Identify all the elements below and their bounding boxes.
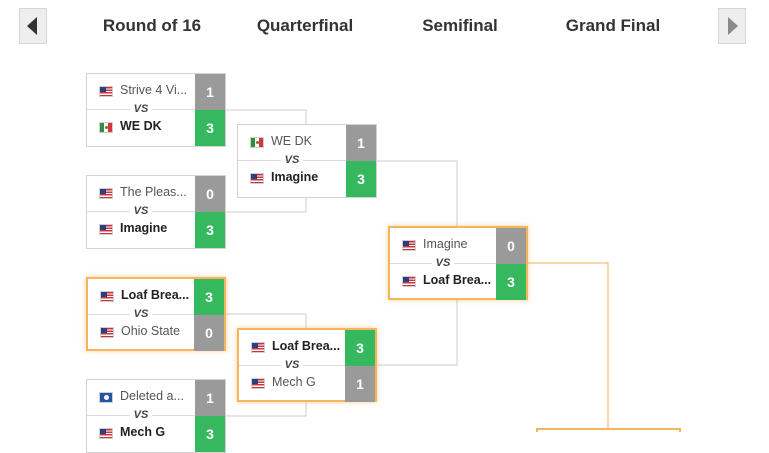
team-score: 1 xyxy=(346,125,376,161)
vs-divider: VS xyxy=(238,154,346,166)
team-name: Imagine xyxy=(120,221,168,235)
team-score: 3 xyxy=(195,416,225,452)
match-r16-4[interactable]: Deleted a... 1 VS Mech G 3 xyxy=(86,379,226,453)
team-row[interactable]: Imagine 3 xyxy=(87,212,225,248)
round-label-semifinal: Semifinal xyxy=(422,16,498,35)
team-score: 1 xyxy=(345,366,375,402)
vs-divider: VS xyxy=(239,359,345,371)
team-row[interactable]: Mech G 3 xyxy=(87,416,225,452)
team-row[interactable]: Loaf Brea... 3 xyxy=(390,264,526,300)
team-name: Loaf Brea... xyxy=(272,339,341,353)
team-score: 3 xyxy=(194,279,224,315)
round-label-grand-final: Grand Final xyxy=(565,16,661,35)
team-row[interactable]: Mech G 1 xyxy=(239,366,375,402)
next-round-button[interactable] xyxy=(718,8,746,44)
team-name: Deleted a... xyxy=(120,389,184,403)
triangle-left-icon xyxy=(27,17,37,35)
connector-semifinal xyxy=(528,262,609,432)
match-qf-2[interactable]: Loaf Brea... 3 VS Mech G 1 xyxy=(237,328,377,402)
vs-divider: VS xyxy=(87,103,195,115)
team-name: Mech G xyxy=(120,425,166,439)
us-flag-icon xyxy=(100,291,114,302)
team-score: 3 xyxy=(346,161,376,197)
us-flag-icon xyxy=(251,342,265,353)
match-r16-3[interactable]: Loaf Brea... 3 VS Ohio State 0 xyxy=(86,277,226,351)
us-flag-icon xyxy=(402,276,416,287)
team-score: 3 xyxy=(496,264,526,300)
team-score: 0 xyxy=(194,315,224,351)
belize-flag-icon xyxy=(99,392,113,403)
team-name: Loaf Brea... xyxy=(423,273,492,287)
us-flag-icon xyxy=(99,188,113,199)
team-score: 3 xyxy=(345,330,375,366)
team-name: The Pleas... xyxy=(120,185,187,199)
us-flag-icon xyxy=(251,378,265,389)
mexico-flag-icon xyxy=(250,137,264,148)
team-row[interactable]: Loaf Brea... 3 xyxy=(88,279,224,315)
prev-round-button[interactable] xyxy=(19,8,47,44)
team-name: Ohio State xyxy=(121,324,181,338)
team-name: WE DK xyxy=(120,119,162,133)
team-row[interactable]: Imagine 0 xyxy=(390,228,526,264)
team-row[interactable]: Strive 4 Vi... 1 xyxy=(87,74,225,110)
team-row[interactable]: The Pleas... 0 xyxy=(87,176,225,212)
team-row[interactable]: WE DK 1 xyxy=(238,125,376,161)
team-score: 0 xyxy=(195,176,225,212)
round-label-r16: Round of 16 xyxy=(102,16,202,35)
mexico-flag-icon xyxy=(99,122,113,133)
match-qf-1[interactable]: WE DK 1 VS Imagine 3 xyxy=(237,124,377,198)
team-score: 3 xyxy=(195,110,225,146)
match-r16-2[interactable]: The Pleas... 0 VS Imagine 3 xyxy=(86,175,226,249)
team-name: Imagine xyxy=(423,237,468,251)
us-flag-icon xyxy=(100,327,114,338)
team-score: 1 xyxy=(195,74,225,110)
us-flag-icon xyxy=(99,428,113,439)
team-score: 3 xyxy=(195,212,225,248)
team-row[interactable]: Imagine 3 xyxy=(238,161,376,197)
vs-divider: VS xyxy=(87,205,195,217)
us-flag-icon xyxy=(402,240,416,251)
us-flag-icon xyxy=(99,86,113,97)
vs-divider: VS xyxy=(88,308,194,320)
round-label-quarterfinal: Quarterfinal xyxy=(256,16,354,35)
us-flag-icon xyxy=(250,173,264,184)
us-flag-icon xyxy=(99,224,113,235)
grand-final-match-edge xyxy=(536,428,681,432)
team-row[interactable]: Loaf Brea... 3 xyxy=(239,330,375,366)
team-score: 0 xyxy=(496,228,526,264)
triangle-right-icon xyxy=(728,17,738,35)
vs-divider: VS xyxy=(87,409,195,421)
team-name: Imagine xyxy=(271,170,319,184)
team-name: Loaf Brea... xyxy=(121,288,190,302)
team-name: Strive 4 Vi... xyxy=(120,83,188,97)
team-row[interactable]: Deleted a... 1 xyxy=(87,380,225,416)
match-semifinal[interactable]: Imagine 0 VS Loaf Brea... 3 xyxy=(388,226,528,300)
team-score: 1 xyxy=(195,380,225,416)
team-row[interactable]: Ohio State 0 xyxy=(88,315,224,351)
team-name: WE DK xyxy=(271,134,312,148)
match-r16-1[interactable]: Strive 4 Vi... 1 VS WE DK 3 xyxy=(86,73,226,147)
team-row[interactable]: WE DK 3 xyxy=(87,110,225,146)
team-name: Mech G xyxy=(272,375,316,389)
vs-divider: VS xyxy=(390,257,496,269)
